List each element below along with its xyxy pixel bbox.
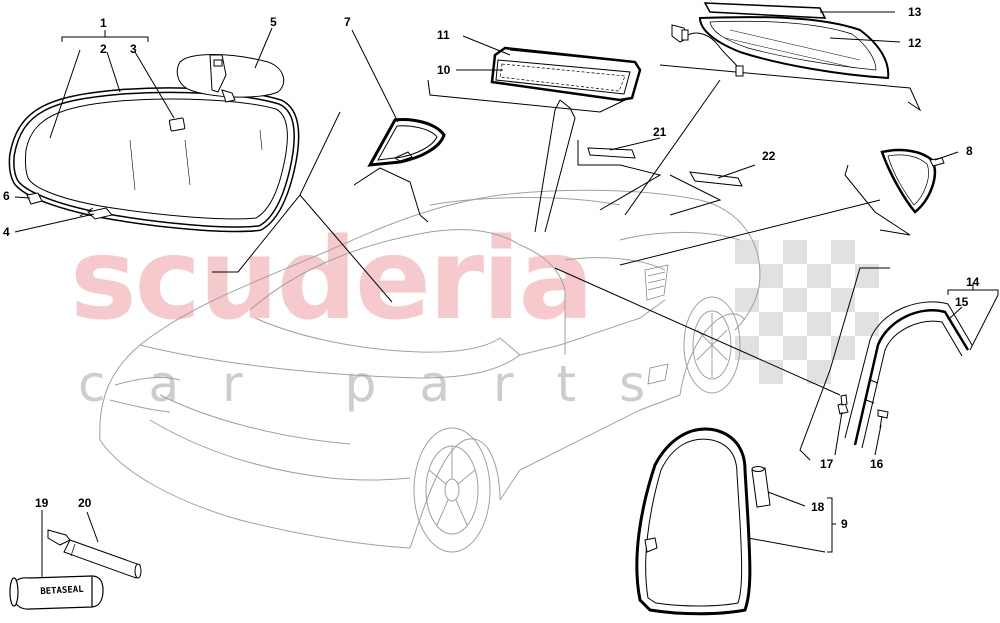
screw [877,409,889,429]
side-intake [644,264,669,385]
front-quarter-glass [367,118,446,167]
door-seal [635,427,752,616]
callout-6: 6 [3,189,10,203]
rear-wheel [683,296,741,394]
windscreen-clip [87,207,113,220]
sealant-tube [9,575,104,610]
callout-15: 15 [955,295,969,309]
callout-4: 4 [3,225,10,239]
callout-5: 5 [270,15,277,29]
trim-strip-22 [689,171,743,187]
pin-clip [26,192,43,205]
callout-8: 8 [966,144,973,158]
front-wheel [413,427,491,553]
sealant-cartridge [47,529,142,579]
trim-strip-21 [587,147,636,159]
rear-quarter-glass [880,148,945,214]
callout-22: 22 [762,149,776,163]
callout-18: 18 [811,500,825,514]
checkered-flag-watermark [735,240,879,384]
callout-1: 1 [100,16,107,30]
leader-lines [79,64,922,461]
callout-3: 3 [130,42,137,56]
car-outline [99,189,761,549]
callout-21: 21 [653,125,667,139]
roof-glass [490,46,642,102]
windscreen-glass [8,87,300,233]
rain-sensor [168,117,186,132]
callout-9: 9 [841,517,848,531]
callout-10: 10 [437,63,451,77]
callout-leaders [14,11,999,578]
seal-sleeve [751,466,771,508]
callout-20: 20 [78,496,92,510]
callout-19: 19 [35,496,49,510]
rearview-mirror [176,54,285,103]
heater-connector [671,24,744,77]
callout-11: 11 [437,28,450,42]
callout-7: 7 [344,15,351,29]
callout-13: 13 [908,5,922,19]
pillar-seal [844,301,973,449]
callout-16: 16 [870,457,884,471]
callout-14: 14 [966,275,980,289]
callout-2: 2 [100,42,107,56]
callout-12: 12 [908,36,922,50]
callout-17: 17 [820,457,834,471]
rear-glass [698,2,890,80]
retaining-clip [837,394,849,415]
